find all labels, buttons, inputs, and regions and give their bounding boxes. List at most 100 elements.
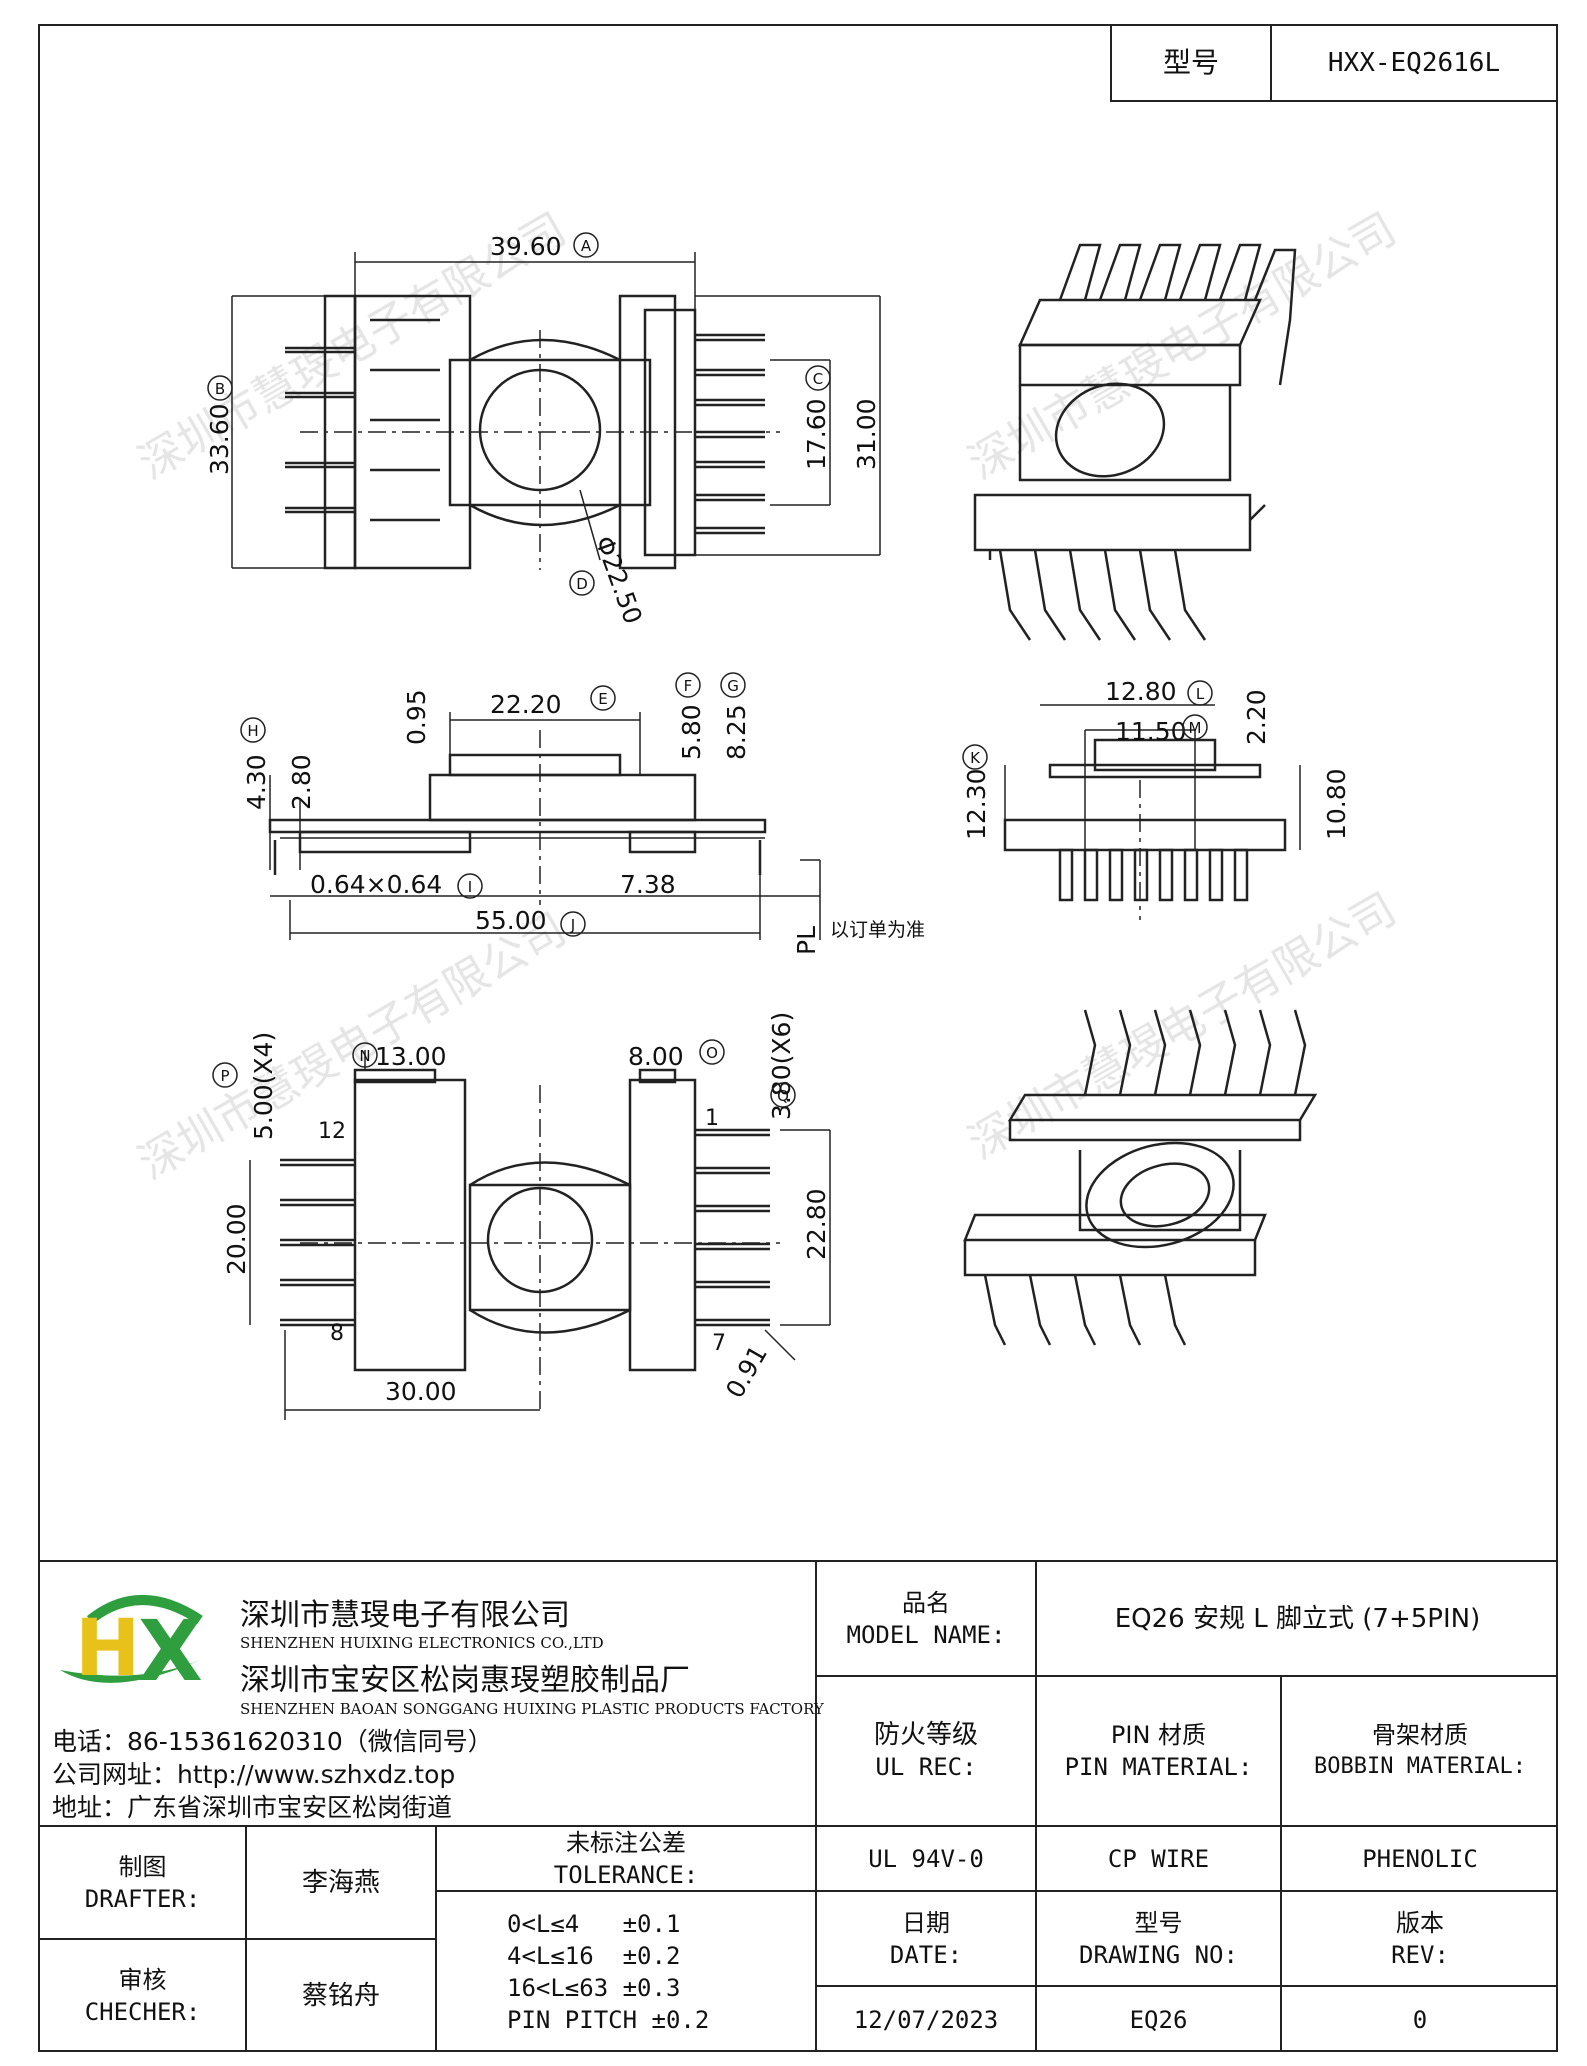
callout-o: O: [706, 1044, 718, 1062]
dim-11-50: 11.50: [1115, 717, 1187, 746]
drafter-label: 制图 DRAFTER:: [84, 1852, 201, 1913]
model-value: HXX-EQ2616L: [1327, 48, 1501, 78]
dim-33-60: 33.60: [205, 403, 234, 475]
dim-0-95: 0.95: [402, 689, 431, 745]
dim-17-60: 17.60: [802, 398, 831, 470]
company-website: 公司网址：http://www.szhxdz.top: [52, 1760, 456, 1789]
logo-swoosh: [60, 1660, 200, 1683]
date-value: 12/07/2023: [853, 2005, 999, 2034]
callout-g: G: [727, 677, 739, 695]
checker-label: 审核 CHECHER:: [84, 1966, 201, 2026]
dim-4-30: 4.30: [242, 754, 271, 810]
factory-name-cn: 深圳市宝安区松岗惠琝塑胶制品厂: [240, 1663, 690, 1698]
watermark-2: 深圳市慧琝电子有限公司: [960, 203, 1405, 489]
iso-lower-pins: [983, 1274, 1187, 1346]
technical-drawing: 深圳市慧琝电子有限公司 深圳市慧琝电子有限公司 深圳市慧琝电子有限公司 深圳市慧…: [130, 203, 1405, 1420]
dim-13-00: 13.00: [375, 1042, 447, 1071]
callout-p: P: [220, 1067, 229, 1085]
company-phone: 电话：86-15361620310（微信同号）: [52, 1727, 493, 1756]
pl-label: PL: [792, 926, 821, 955]
pin-label-7: 7: [712, 1331, 726, 1356]
tolerance-line-3: 16<L≤63 ±0.3: [507, 1974, 681, 2002]
callout-c: C: [813, 370, 823, 388]
callout-h: H: [247, 722, 258, 740]
company-name-cn: 深圳市慧琝电子有限公司: [240, 1598, 570, 1633]
company-address: 地址：广东省深圳市宝安区松岗街道: [52, 1793, 453, 1822]
ul-label: 防火等级 UL REC:: [873, 1720, 978, 1781]
callout-l: L: [1196, 685, 1205, 703]
front-view-pins: [1058, 848, 1249, 902]
dim-30-00: 30.00: [385, 1377, 457, 1406]
dim-22-80: 22.80: [802, 1188, 831, 1260]
model-label: 型号: [1162, 46, 1219, 79]
callout-i: I: [468, 878, 472, 896]
watermark-4: 深圳市慧琝电子有限公司: [960, 883, 1405, 1169]
dim-2-20: 2.20: [1242, 689, 1271, 745]
iso-view-bottom: [963, 1009, 1318, 1346]
pin-material-value: CP WIRE: [1107, 1844, 1210, 1873]
tolerance-line-2: 4<L≤16 ±0.2: [507, 1942, 681, 1970]
dim-12-80: 12.80: [1105, 677, 1177, 706]
left-pins-top-view: [285, 346, 355, 514]
tolerance-values: 0<L≤4 ±0.1 4<L≤16 ±0.2 16<L≤63 ±0.3 PIN …: [437, 1892, 815, 2052]
ul-value: UL 94V-0: [868, 1844, 984, 1873]
pin-label-1: 1: [705, 1106, 719, 1131]
dim-10-80: 10.80: [1322, 768, 1351, 840]
watermark-3: 深圳市慧琝电子有限公司: [130, 903, 575, 1189]
dim-2-80: 2.80: [287, 754, 316, 810]
callout-e: E: [598, 690, 607, 708]
right-pins-top-view: [695, 333, 765, 535]
dim-phi-22-50: Φ22.50: [589, 532, 647, 628]
dim-12-30: 12.30: [962, 768, 991, 840]
dim-3-80-x6: 3.80(X6): [767, 1012, 796, 1120]
iso-upper-pins: [1083, 1009, 1307, 1096]
logo-arc: [86, 1595, 203, 1625]
callout-a: A: [581, 237, 592, 255]
logo-letter-x: X: [138, 1602, 203, 1700]
drawing-no-label: 型号 DRAWING NO:: [1079, 1908, 1238, 1969]
side-view: [268, 712, 821, 940]
callout-b: B: [215, 380, 225, 398]
company-logo: H X: [50, 1590, 220, 1700]
rev-label: 版本 REV:: [1391, 1908, 1449, 1969]
pin-label-12: 12: [318, 1119, 346, 1144]
dim-7-38: 7.38: [620, 870, 676, 899]
dim-8-25: 8.25: [722, 704, 751, 760]
callout-n: N: [359, 1047, 370, 1065]
top-view: [231, 252, 881, 570]
iso-view-top: [973, 243, 1297, 641]
dim-22-20: 22.20: [490, 690, 562, 719]
callout-k: K: [970, 749, 981, 767]
factory-name-en: SHENZHEN BAOAN SONGGANG HUIXING PLASTIC …: [240, 1700, 824, 1718]
iso-bottom-pins: [998, 549, 1207, 641]
date-label: 日期 DATE:: [889, 1908, 963, 1969]
drawing-frame: [38, 24, 1558, 2052]
dim-20-00: 20.00: [222, 1203, 251, 1275]
tolerance-line-4: PIN PITCH ±0.2: [507, 2006, 710, 2034]
iso-top-fins: [1058, 243, 1297, 386]
dim-55-00: 55.00: [475, 906, 547, 935]
front-view: [1003, 704, 1301, 920]
callout-d: D: [576, 575, 588, 593]
logo-letter-h: H: [75, 1604, 140, 1694]
checker-value: 蔡铭舟: [301, 1981, 380, 2011]
callout-j: J: [570, 916, 575, 934]
dim-0-64: 0.64×0.64: [310, 870, 442, 899]
drawing-no-value: EQ26: [1129, 2005, 1188, 2034]
bobbin-material-value: PHENOLIC: [1362, 1844, 1478, 1873]
drafter-value: 李海燕: [301, 1867, 380, 1898]
company-name-en: SHENZHEN HUIXING ELECTRONICS CO.,LTD: [240, 1634, 604, 1652]
model-name-value: EQ26 安规 L 脚立式 (7+5PIN): [1114, 1603, 1481, 1634]
dim-8-00: 8.00: [628, 1042, 684, 1071]
dim-5-00-x4: 5.00(X4): [249, 1032, 278, 1140]
pl-note: 以订单为准: [830, 919, 925, 941]
bottom-view-right-pins: [695, 1128, 770, 1327]
callout-q: Q: [777, 1087, 789, 1105]
dim-5-80: 5.80: [677, 704, 706, 760]
tolerance-line-1: 0<L≤4 ±0.1: [507, 1910, 681, 1938]
model-box: [1110, 24, 1558, 102]
bottom-view: [249, 1050, 831, 1420]
tolerance-label: 未标注公差 TOLERANCE:: [553, 1828, 699, 1889]
model-name-label: 品名 MODEL NAME:: [846, 1588, 1006, 1649]
callout-m: M: [1189, 719, 1202, 737]
